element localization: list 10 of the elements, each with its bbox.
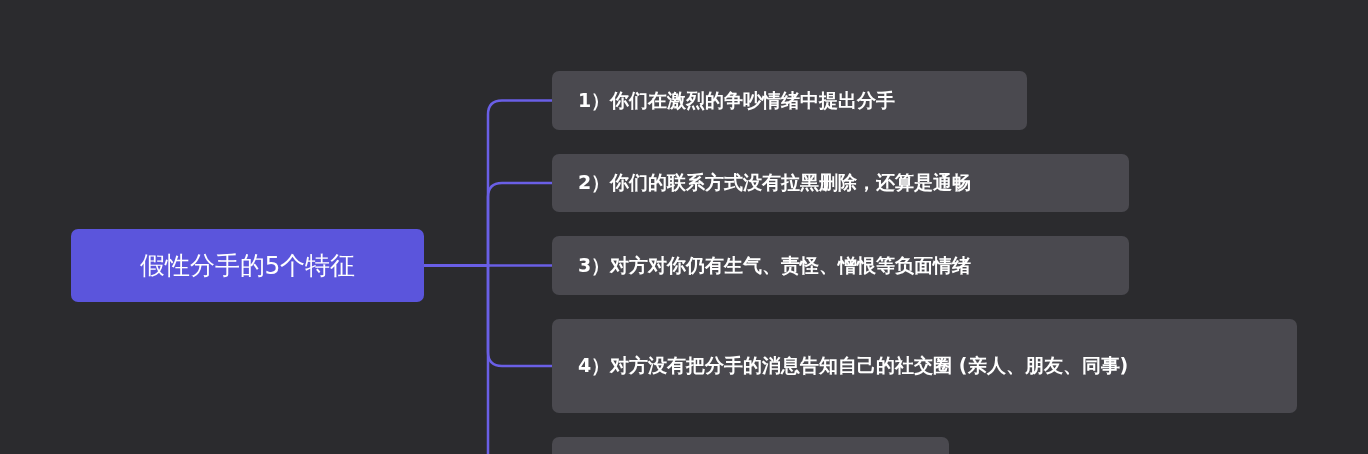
topic-box [552,154,1129,212]
topic-text: 假性分手的5个特征 [139,250,356,282]
root-topic-box [71,229,424,302]
topic-box [552,236,1129,295]
topic-text: 2）你们的联系方式没有拉黑删除，还算是通畅 [578,170,972,196]
topic-box [552,319,1297,413]
topic-text: 3）对方对你仍有生气、责怪、憎恨等负面情绪 [578,252,972,278]
topic-box [552,71,1027,130]
topic-text: 4）对方没有把分手的消息告知自己的社交圈 (亲人、朋友、同事) [578,353,1129,379]
topic-text: 1）你们在激烈的争吵情绪中提出分手 [578,87,896,113]
